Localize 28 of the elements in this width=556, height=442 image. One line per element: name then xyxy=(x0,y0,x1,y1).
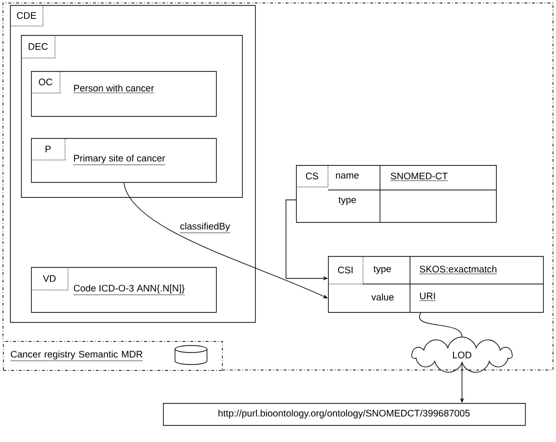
box-text: Primary site of cancer xyxy=(73,154,166,166)
element-box xyxy=(328,256,544,313)
box-text: http://purl.bioontology.org/ontology/SNOMEDCT/399687005 xyxy=(218,410,470,418)
cell-text: SNOMED-CT xyxy=(390,172,448,181)
cell-text: SKOS:exactmatch xyxy=(419,266,498,274)
element-box xyxy=(163,403,526,426)
cell-text: type xyxy=(338,196,356,206)
tab-label: DEC xyxy=(28,43,48,50)
edge-label: classifiedBy xyxy=(178,222,232,234)
box-text: Code ICD-O-3 ANN{.N[N]} xyxy=(73,284,185,296)
cell-text: URI xyxy=(419,292,436,301)
element-box xyxy=(10,4,256,323)
box-text: Person with cancer xyxy=(73,84,154,94)
element-box xyxy=(30,70,217,117)
tab-label: VD xyxy=(42,275,56,282)
tab-label: CSI xyxy=(338,266,353,274)
element-box xyxy=(296,164,497,223)
tab-label: P xyxy=(46,146,51,152)
element-box xyxy=(30,266,217,313)
cell-text: value xyxy=(371,294,394,300)
cell-text: name xyxy=(336,173,359,179)
cell-text: type xyxy=(374,266,391,274)
tab-label: CS xyxy=(306,172,318,180)
element-box xyxy=(30,138,217,183)
tab-label: OC xyxy=(38,78,52,86)
box-text: Cancer registry Semantic MDR xyxy=(10,350,144,362)
tab-label: CDE xyxy=(16,12,36,19)
registry-panel xyxy=(3,341,223,371)
